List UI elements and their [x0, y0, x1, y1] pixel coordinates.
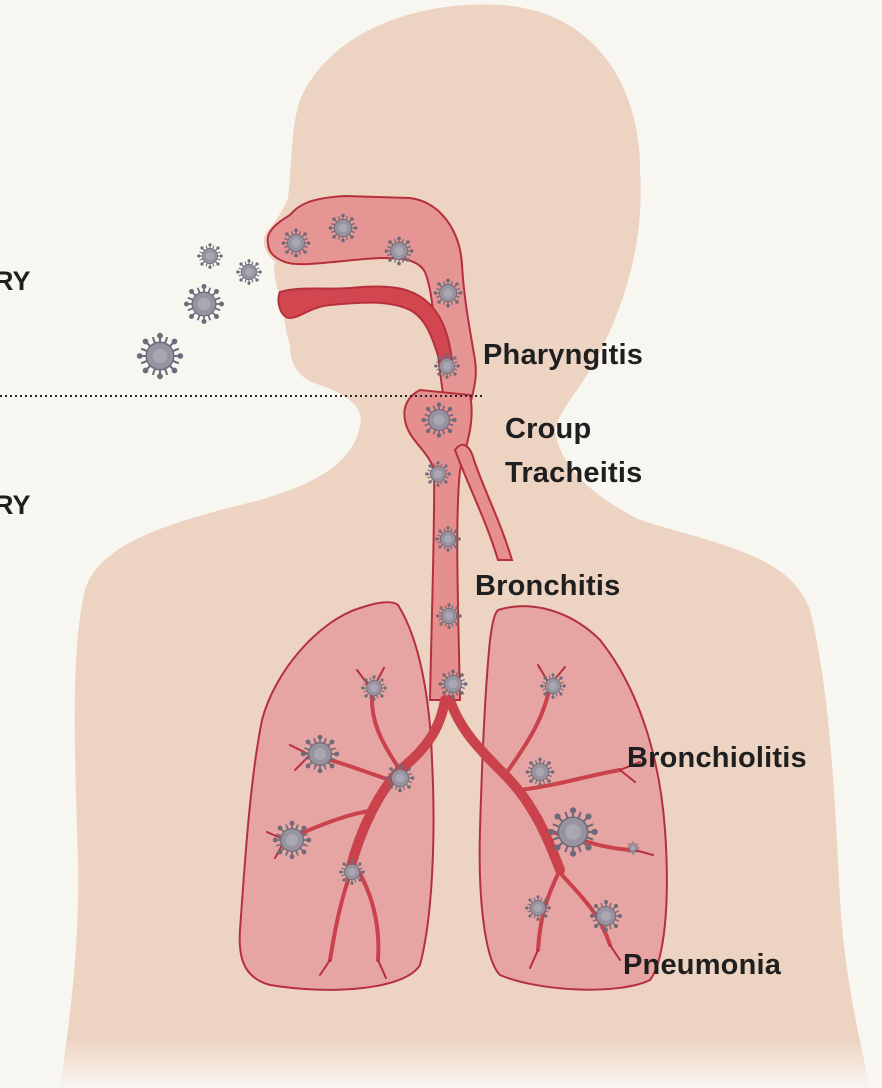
label-croup: Croup — [505, 413, 591, 446]
label-bronchitis: Bronchitis — [475, 570, 620, 603]
upper-region-label: RY — [0, 266, 31, 297]
bottom-fade — [0, 1040, 882, 1088]
lower-region-label: RY — [0, 490, 31, 521]
label-bronchiolitis: Bronchiolitis — [627, 742, 807, 775]
label-tracheitis: Tracheitis — [505, 457, 642, 490]
airborne-viruses — [137, 243, 262, 379]
label-pharyngitis: Pharyngitis — [483, 339, 643, 372]
body-silhouette — [60, 4, 870, 1088]
label-pneumonia: Pneumonia — [623, 949, 781, 982]
